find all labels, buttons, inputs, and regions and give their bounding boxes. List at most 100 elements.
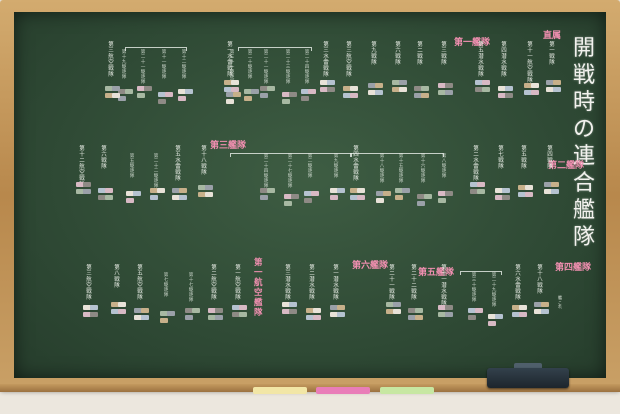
ship-icon — [208, 308, 216, 313]
unit-label: 第二十駆逐隊 — [247, 50, 253, 80]
ship-icon — [375, 90, 383, 95]
unit-label: 第二十二駆逐隊 — [153, 154, 159, 189]
ship-icon — [179, 188, 187, 193]
ship-icon — [357, 195, 365, 200]
ship-icon — [330, 305, 338, 310]
unit-label: 第二戦隊 — [417, 42, 423, 66]
ship-icon — [158, 92, 166, 97]
ship-icon — [251, 89, 259, 94]
ship-icon — [185, 315, 193, 320]
ship-icon — [224, 87, 232, 92]
ship-icon — [178, 89, 186, 94]
ship-icon — [395, 195, 403, 200]
ship-icon — [438, 198, 446, 203]
ship-icon — [482, 87, 490, 92]
ship-icon — [502, 195, 510, 200]
ship-icon — [524, 83, 532, 88]
unit-label: 第十八駆逐隊 — [379, 154, 385, 184]
ship-icon — [415, 315, 423, 320]
ship-icon — [357, 188, 365, 193]
ship-icon — [544, 182, 552, 187]
ship-icon — [438, 83, 446, 88]
title-glyph: 合 — [572, 171, 595, 196]
unit-label: 第十一駆逐隊 — [161, 50, 167, 80]
ship-icon — [445, 312, 453, 317]
ship-icon — [551, 189, 559, 194]
ship-icon — [83, 312, 91, 317]
ship-icon — [445, 83, 453, 88]
ship-icon — [267, 188, 275, 193]
ship-icon — [498, 86, 506, 91]
unit-label: 第五潜水戦隊 — [478, 42, 484, 78]
unit-label: 第七戦隊 — [498, 146, 504, 170]
group-bracket — [350, 153, 444, 157]
ship-icon — [330, 195, 338, 200]
ship-icon — [118, 89, 126, 94]
unit-label: 第二潜水戦隊 — [309, 265, 315, 301]
ship-icon — [306, 315, 314, 320]
chalk-tray — [0, 384, 620, 392]
unit-label: 第三航空戦隊 — [346, 42, 352, 78]
ship-icon — [105, 93, 113, 98]
ship-icon — [141, 315, 149, 320]
ship-icon — [226, 92, 234, 97]
chalk-yellow — [253, 387, 307, 394]
unit-label: 第二水雷戦隊 — [473, 146, 479, 182]
ship-icon — [165, 92, 173, 97]
ship-icon — [438, 305, 446, 310]
ship-icon — [118, 96, 126, 101]
eraser-handle — [514, 363, 542, 370]
ship-icon — [488, 321, 496, 326]
ship-icon — [208, 315, 216, 320]
ship-icon — [320, 87, 328, 92]
ship-icon — [337, 312, 345, 317]
unit-label: 第十六駆逐隊 — [420, 154, 426, 184]
unit-label: 第二十九駆逐隊 — [491, 273, 497, 308]
ship-icon — [284, 194, 292, 199]
ship-icon — [291, 194, 299, 199]
ship-icon — [160, 311, 168, 316]
unit-label: 第二駆逐隊 — [307, 154, 313, 179]
ship-icon — [198, 192, 206, 197]
unit-label: 第六戦隊 — [395, 42, 401, 66]
ship-icon — [126, 198, 134, 203]
ship-icon — [226, 99, 234, 104]
unit-label: 第三十駆逐隊 — [471, 273, 477, 303]
ship-icon — [205, 185, 213, 190]
ship-icon — [512, 312, 520, 317]
title-glyph: 開 — [572, 36, 595, 61]
ship-icon — [308, 89, 316, 94]
ship-icon — [408, 315, 416, 320]
ship-icon — [525, 185, 533, 190]
unit-label: 第九戦隊 — [371, 42, 377, 66]
ship-icon — [393, 309, 401, 314]
ship-icon — [546, 80, 554, 85]
ship-icon — [534, 309, 542, 314]
ship-icon — [150, 195, 158, 200]
chalk-pink — [316, 387, 370, 394]
unit-label: 第二十四駆逐隊 — [304, 50, 310, 85]
unit-label: 第二十四駆逐隊 — [263, 154, 269, 189]
ship-icon — [468, 308, 476, 313]
ship-icon — [438, 90, 446, 95]
unit-label: 第五戦隊 — [521, 146, 527, 170]
ship-icon — [488, 314, 496, 319]
ship-icon — [231, 87, 239, 92]
ship-icon — [518, 185, 526, 190]
ship-icon — [330, 188, 338, 193]
section-label: 第四艦隊 — [555, 263, 592, 273]
ship-icon — [330, 312, 338, 317]
unit-label: 第十一航空戦隊 — [527, 42, 533, 84]
ship-icon — [337, 305, 345, 310]
ship-icon — [244, 89, 252, 94]
ship-icon — [112, 86, 120, 91]
ship-icon — [282, 309, 290, 314]
note-mark: 艦これ — [558, 295, 562, 309]
ship-icon — [399, 87, 407, 92]
group-bracket — [238, 47, 312, 51]
ship-icon — [134, 308, 142, 313]
unit-label: 第十七駆逐隊 — [188, 273, 194, 303]
ship-icon — [402, 188, 410, 193]
ship-icon — [289, 309, 297, 314]
